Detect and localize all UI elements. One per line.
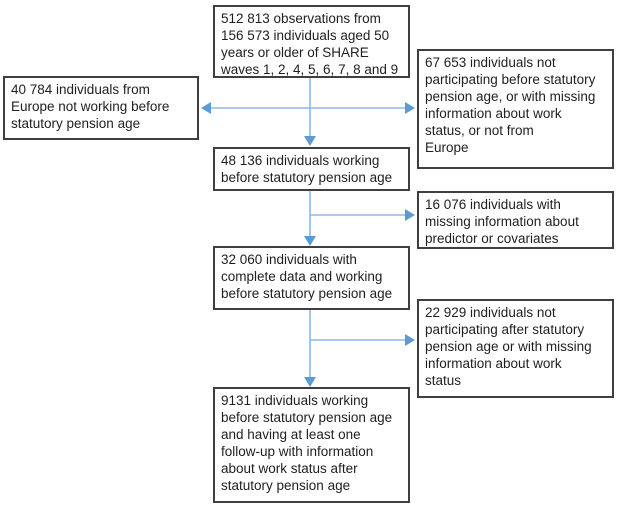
- arrowhead-right-3: [405, 334, 415, 346]
- flow-box-final-sample: 9131 individuals working before statutor…: [213, 387, 410, 503]
- arrowhead-down-3: [304, 377, 316, 387]
- arrowhead-down-1: [304, 136, 316, 146]
- arrowhead-left: [201, 102, 211, 114]
- flow-box-working-before-pension: 48 136 individuals working before statut…: [213, 147, 410, 191]
- flow-box-observations: 512 813 observations from 156 573 indivi…: [213, 5, 410, 78]
- flow-box-excluded-missing-predictor: 16 076 individuals with missing informat…: [417, 191, 614, 249]
- arrowhead-right-1: [405, 102, 415, 114]
- flow-box-excluded-not-working: 40 784 individuals from Europe not worki…: [3, 76, 199, 140]
- flow-box-complete-data-working: 32 060 individuals with complete data an…: [213, 246, 410, 310]
- arrowhead-down-2: [304, 236, 316, 246]
- flow-box-excluded-not-participating-before: 67 653 individuals not participating bef…: [417, 49, 614, 169]
- flow-box-excluded-not-participating-after: 22 929 individuals not participating aft…: [417, 299, 614, 398]
- arrowhead-right-2: [405, 209, 415, 221]
